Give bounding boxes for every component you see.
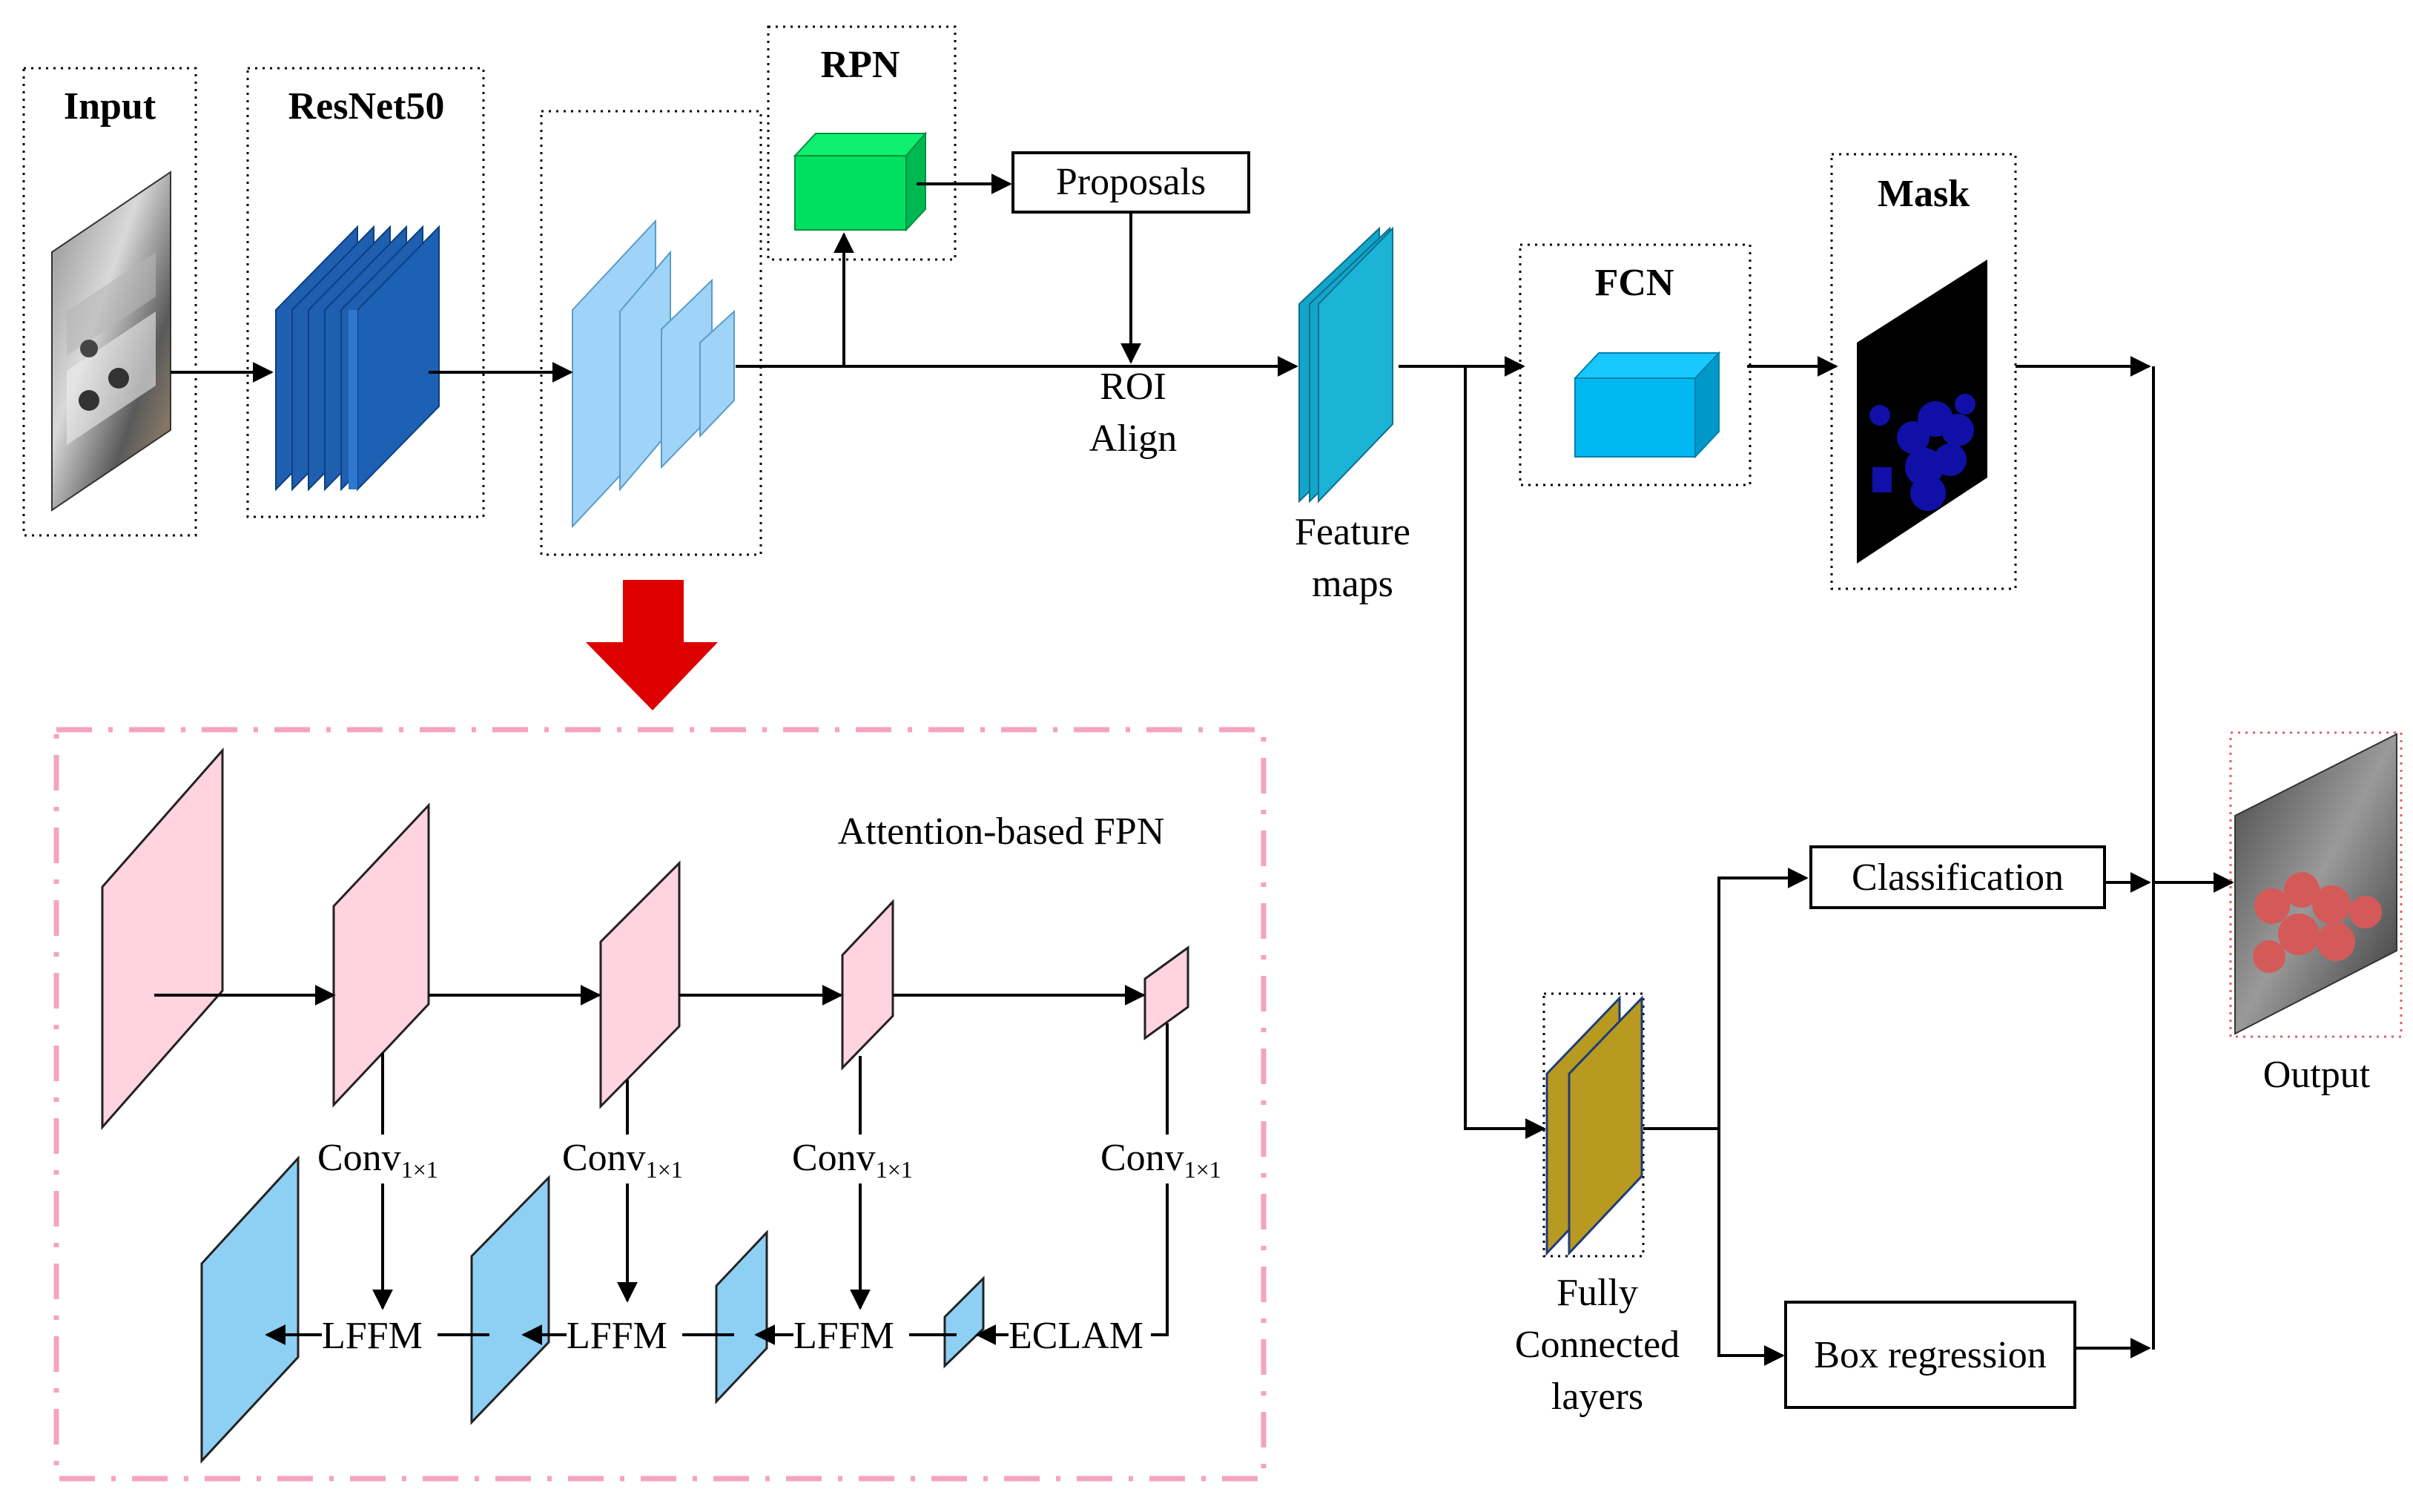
attention-fpn-box — [53, 727, 1267, 1482]
svg-text:Conv1×1: Conv1×1 — [1100, 1137, 1221, 1183]
lffm-label-2: LFFM — [567, 1315, 667, 1357]
roi-label-2: Align — [1089, 417, 1177, 460]
expand-arrow-red — [586, 580, 718, 710]
pink-plane-2 — [332, 802, 430, 1108]
rpn-cube — [793, 131, 928, 232]
fc-label-1: Fully — [1557, 1272, 1638, 1314]
svg-text:Conv1×1: Conv1×1 — [792, 1137, 913, 1183]
roi-label-1: ROI — [1100, 366, 1166, 408]
classification-box — [1809, 845, 2106, 909]
feature-maps — [1298, 226, 1393, 504]
input-label: Input — [64, 85, 156, 128]
output-label: Output — [2263, 1054, 2371, 1096]
mask-label: Mask — [1878, 173, 1970, 215]
conv-label-3: Conv1×1 — [792, 1137, 913, 1183]
fcn-label: FCN — [1595, 262, 1674, 304]
pink-plane-4 — [841, 899, 894, 1071]
mask-image — [1857, 260, 1987, 564]
fpn-pyramid — [572, 219, 735, 529]
feature-maps-label-1: Feature — [1295, 511, 1410, 553]
pink-plane-3 — [599, 860, 681, 1109]
eclam-label: ECLAM — [1009, 1315, 1143, 1357]
feature-maps-label-2: maps — [1312, 563, 1393, 605]
conv-label-2: Conv1×1 — [562, 1137, 683, 1183]
blue-plane-1 — [200, 1155, 300, 1464]
edge-fc-boxreg — [1717, 1129, 1785, 1366]
box-regression-label: Box regression — [1814, 1334, 2046, 1376]
rpn-box — [767, 25, 957, 261]
edge-fc-classification — [1717, 868, 1809, 1129]
fpn-stack-box — [540, 110, 762, 556]
blue-plane-2 — [470, 1175, 550, 1425]
fcn-cube — [1573, 351, 1721, 459]
rpn-label: RPN — [821, 44, 900, 86]
pink-plane-1 — [101, 747, 224, 1130]
attention-fpn-title: Attention-based FPN — [838, 811, 1165, 853]
svg-text:Conv1×1: Conv1×1 — [562, 1137, 683, 1183]
lffm-label-3: LFFM — [793, 1315, 894, 1357]
input-image — [51, 171, 171, 512]
resnet-label: ResNet50 — [288, 85, 445, 128]
edge-feature-fc — [1464, 366, 1546, 1139]
fc-box — [1542, 992, 1645, 1258]
blue-plane-3 — [715, 1229, 768, 1404]
classification-label: Classification — [1852, 856, 2064, 899]
svg-text:Conv1×1: Conv1×1 — [317, 1137, 438, 1183]
proposals-box — [1011, 151, 1250, 214]
output-image — [2234, 733, 2397, 1035]
resnet-box — [246, 67, 485, 518]
box-regression-box — [1784, 1301, 2076, 1409]
resnet-layers — [275, 225, 440, 492]
proposals-label: Proposals — [1056, 161, 1206, 203]
edge-conv4-eclam — [1151, 1183, 1169, 1336]
conv-label-1: Conv1×1 — [317, 1137, 438, 1183]
pink-plane-5 — [1143, 945, 1189, 1040]
fc-label-3: layers — [1551, 1376, 1643, 1418]
blue-plane-4 — [943, 1275, 985, 1369]
fc-label-2: Connected — [1515, 1324, 1680, 1366]
conv-label-4: Conv1×1 — [1100, 1137, 1221, 1183]
mask-box — [1830, 153, 2017, 590]
fc-layers — [1545, 995, 1643, 1256]
lffm-label-1: LFFM — [322, 1315, 423, 1357]
